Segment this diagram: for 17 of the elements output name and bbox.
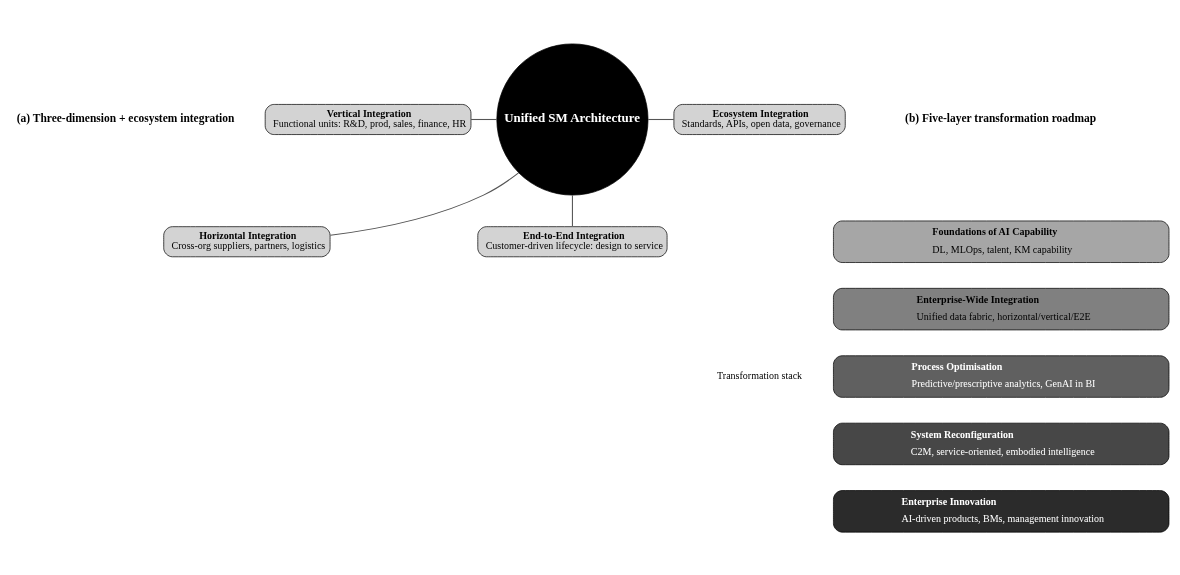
connector [571,194,573,227]
node-box: Enterprise Innovation AI-driven products, BMs, management innovation [833,489,1170,532]
connector [329,171,520,236]
node-box: Enterprise-Wide Integration Unified data fabric, horizontal/vertical/E2E [833,287,1170,330]
connector [470,118,498,120]
node-box: End-to-End Integration Customer-driven lifecycle: design to service [477,225,668,257]
node-box: Process Optimisation Predictive/prescriptive analytics, GenAI in BI [833,354,1170,398]
label: (a) Three-dimension + ecosystem integration [16,111,235,123]
node-circle: Unified SM Architecture [496,43,649,195]
node-box: Vertical Integration Functional units: R&D, prod, sales, finance, HR [264,103,472,135]
label: Transformation stack [717,369,803,381]
node-box: Foundations of AI Capability DL, MLOps, talent, KM capability [833,220,1170,263]
node-box: Horizontal Integration Cross-org suppliers, partners, logistics [163,225,331,257]
connector [647,118,675,120]
node-box: Ecosystem Integration Standards, APIs, open data, governance [673,103,846,135]
node-box: System Reconfiguration C2M, service-oriented, embodied intelligence [833,422,1170,465]
label: (b) Five-layer transformation roadmap [905,111,1097,123]
